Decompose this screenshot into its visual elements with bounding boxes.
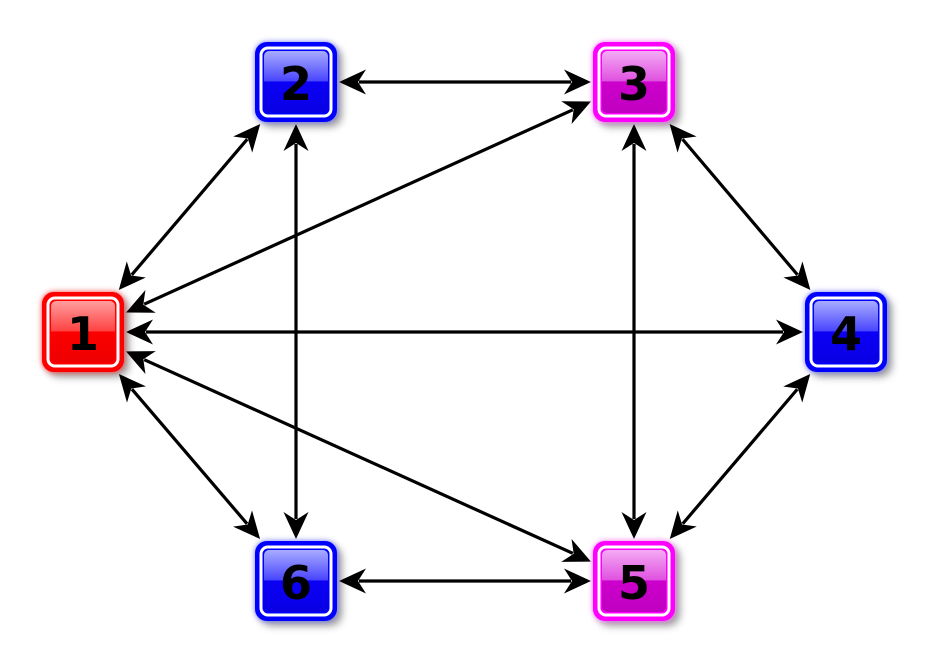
edge-line xyxy=(130,388,249,525)
edge-1-3[interactable] xyxy=(126,101,591,313)
arrowhead-to-4 xyxy=(783,261,811,290)
edge-2-6[interactable] xyxy=(283,124,309,539)
node-inner-ring xyxy=(809,296,883,368)
edge-1-4[interactable] xyxy=(126,319,803,345)
arrowhead-to-2 xyxy=(233,124,261,153)
arrowhead-to-6 xyxy=(233,510,261,539)
edge-3-5[interactable] xyxy=(621,124,647,539)
edge-1-2[interactable] xyxy=(118,124,261,290)
node-2[interactable]: 2 xyxy=(255,42,337,122)
node-inner-ring xyxy=(597,545,671,617)
edge-4-5[interactable] xyxy=(669,374,811,539)
node-4[interactable]: 4 xyxy=(805,292,887,372)
arrowhead-to-5 xyxy=(564,568,591,594)
node-inner-ring xyxy=(46,296,120,368)
arrowhead-to-1 xyxy=(126,289,156,313)
node-face xyxy=(602,51,666,113)
edge-5-6[interactable] xyxy=(339,568,591,594)
node-6[interactable]: 6 xyxy=(255,541,337,621)
node-layer: 1 2 3 4 5 6 xyxy=(42,42,887,621)
arrowhead-to-6 xyxy=(339,568,366,594)
edge-line xyxy=(143,108,574,306)
edge-line xyxy=(143,358,574,555)
node-inner-ring xyxy=(259,46,333,118)
node-face xyxy=(51,301,115,363)
node-inner-ring xyxy=(259,545,333,617)
arrowhead-to-1 xyxy=(126,319,153,345)
node-3[interactable]: 3 xyxy=(593,42,675,122)
edge-1-5[interactable] xyxy=(126,351,591,562)
node-face xyxy=(602,550,666,612)
edge-line xyxy=(681,388,799,525)
arrowhead-to-4 xyxy=(776,319,803,345)
node-face xyxy=(264,550,328,612)
arrowhead-to-3 xyxy=(561,101,591,125)
arrowhead-to-3 xyxy=(564,69,591,95)
node-face xyxy=(264,51,328,113)
arrowhead-to-3 xyxy=(669,124,697,153)
arrowhead-to-5 xyxy=(669,510,697,539)
edge-line xyxy=(681,138,799,276)
arrowhead-to-1 xyxy=(118,374,146,403)
arrowhead-to-6 xyxy=(283,512,309,539)
node-face xyxy=(814,301,878,363)
edge-layer xyxy=(118,69,811,594)
edge-line xyxy=(130,138,249,276)
arrowhead-to-2 xyxy=(283,124,309,151)
arrowhead-to-4 xyxy=(783,374,811,403)
arrowhead-to-2 xyxy=(339,69,366,95)
arrowhead-to-5 xyxy=(621,512,647,539)
node-inner-ring xyxy=(597,46,671,118)
arrowhead-to-1 xyxy=(126,351,156,374)
edge-1-6[interactable] xyxy=(118,374,261,539)
node-1[interactable]: 1 xyxy=(42,292,124,372)
edge-3-4[interactable] xyxy=(669,124,811,290)
arrowhead-to-3 xyxy=(621,124,647,151)
node-5[interactable]: 5 xyxy=(593,541,675,621)
arrowhead-to-5 xyxy=(561,539,591,562)
arrowhead-to-1 xyxy=(118,261,146,290)
edge-2-3[interactable] xyxy=(339,69,591,95)
